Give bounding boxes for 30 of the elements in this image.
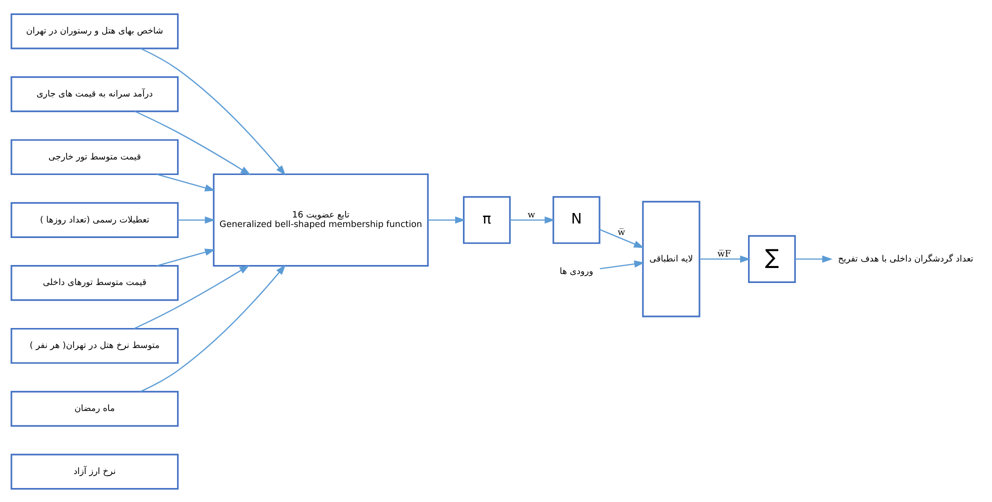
node-box: π — [462, 196, 511, 244]
arrow — [140, 264, 286, 392]
node-box: لایه انطباقی — [642, 200, 700, 317]
arrow — [795, 254, 833, 262]
node-box: قیمت متوسط تور خارجی — [10, 138, 179, 175]
node-box: N — [552, 196, 600, 244]
arrow — [599, 228, 644, 248]
node-text: ورودی ها — [560, 266, 594, 277]
node-box: شاخص بهای هتل و رستوران در تهران — [10, 12, 179, 49]
arrow — [140, 47, 286, 176]
node-box: ∑ — [748, 234, 796, 282]
arrow — [428, 216, 466, 224]
node-box: تعطیلات رسمی (تعداد روزها ) — [10, 202, 179, 238]
edge-label: w — [528, 210, 536, 220]
arrow — [600, 260, 645, 269]
arrow — [156, 248, 216, 266]
node-box: ماه رمضان — [10, 390, 179, 426]
node-box: نرخ ارز آزاد — [10, 453, 179, 490]
edge-label: w̅ — [618, 228, 626, 238]
node-text: تعداد گردشگران داخلی با هدف تفریح — [838, 254, 974, 264]
arrow — [134, 264, 250, 329]
node-box: درآمد سرانه به قیمت های جاری — [10, 76, 179, 112]
arrow — [700, 254, 750, 262]
arrow — [178, 216, 216, 224]
arrow — [134, 110, 251, 175]
node-box: متوسط نرخ هتل در تهران( هر نفر ) — [10, 327, 179, 364]
edge-label: w̅F — [717, 249, 731, 260]
node-box: قیمت متوسط تورهای داخلی — [10, 264, 179, 300]
arrow — [510, 216, 556, 224]
arrow — [156, 173, 216, 191]
